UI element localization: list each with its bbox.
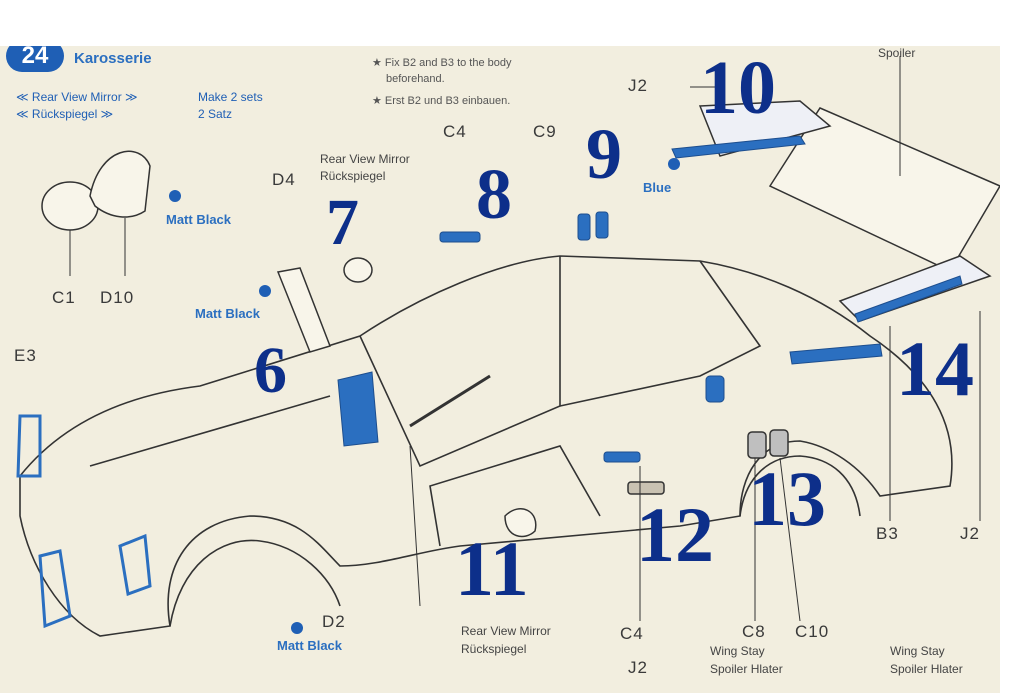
windshield	[359, 256, 561, 468]
step-number-badge: 24	[6, 46, 64, 72]
part-c9-b	[595, 211, 609, 239]
mirror-7	[343, 257, 373, 283]
label-rear-view-mirror-bottom-de: Rückspiegel	[461, 642, 527, 656]
callout-13: 13	[748, 455, 826, 542]
part-label-c10: C10	[795, 622, 830, 641]
label-rear-view-mirror-de: Rückspiegel	[320, 169, 386, 183]
part-vent-front	[118, 533, 152, 597]
side-window	[559, 260, 762, 407]
mirror-sets-en: Make 2 sets	[198, 90, 263, 104]
part-e3-lens-lower	[38, 549, 72, 629]
label-matt-black-3: Matt Black	[277, 638, 343, 653]
callout-14: 14	[896, 325, 974, 412]
note-en-line2: beforehand.	[386, 73, 445, 85]
paint-drop-matt-black-2	[259, 285, 271, 297]
leader-d2	[409, 445, 421, 607]
paint-drop-matt-black-3	[291, 622, 303, 634]
label-wing-stay-1-de: Spoiler Hlater	[710, 662, 783, 676]
part-c9-a	[577, 213, 591, 241]
fender-arch-rear	[739, 455, 861, 517]
callout-6: 6	[254, 334, 287, 407]
instruction-sheet: 24 Karosserie ≪ Rear View Mirror ≫ ≪ Rüc…	[0, 46, 1000, 693]
label-blue: Blue	[643, 180, 672, 195]
part-label-d4: D4	[272, 170, 296, 189]
part-label-c1: C1	[52, 288, 76, 307]
wing-stay-lower	[838, 255, 992, 322]
part-stay-strip	[789, 343, 883, 365]
callout-8: 8	[476, 154, 512, 234]
part-c8-blue	[705, 375, 725, 403]
part-label-e3: E3	[14, 346, 37, 365]
wiper-arm	[409, 374, 491, 428]
label-matt-black-2: Matt Black	[195, 306, 261, 321]
part-label-d10: D10	[100, 288, 135, 307]
mirror-glass-c1	[41, 181, 99, 231]
part-12-gray	[627, 481, 665, 495]
leader-c10	[779, 457, 801, 622]
part-c10-gray	[769, 429, 789, 457]
callout-12: 12	[636, 491, 714, 578]
fender-arch-front	[169, 539, 341, 627]
part-wing-edge-upper	[671, 135, 806, 159]
callout-10: 10	[700, 46, 776, 130]
paint-drop-blue	[668, 158, 680, 170]
mirror-housing-d10	[89, 150, 151, 218]
step-title: Karosserie	[74, 50, 152, 67]
door-line	[429, 445, 601, 547]
part-label-j2-bottom: J2	[628, 658, 648, 677]
label-wing-stay-2-de: Spoiler Hlater	[890, 662, 963, 676]
note-en-line1: ★ Fix B2 and B3 to the body	[372, 57, 512, 69]
part-label-c4-top: C4	[443, 122, 467, 141]
part-label-j2-top: J2	[628, 76, 648, 95]
part-c4-top	[439, 231, 481, 243]
part-c4-bottom	[603, 451, 641, 463]
label-matt-black-1: Matt Black	[166, 212, 232, 227]
part-label-b3: B3	[876, 524, 899, 543]
label-rear-view-mirror-en: Rear View Mirror	[320, 152, 410, 166]
label-rear-view-mirror-bottom-en: Rear View Mirror	[461, 624, 551, 638]
label-wing-stay-2-en: Wing Stay	[890, 644, 945, 658]
part-label-j2-right: J2	[960, 524, 980, 543]
part-label-d2: D2	[322, 612, 346, 631]
callout-7: 7	[326, 186, 359, 259]
label-spoiler: Spoiler	[878, 46, 916, 60]
part-e3-lens-front	[16, 414, 42, 478]
car-body-drawing	[16, 56, 1000, 637]
paint-drop-matt-black-1	[169, 190, 181, 202]
part-c8-gray	[747, 431, 767, 459]
hood-line	[89, 395, 331, 467]
part-label-c8: C8	[742, 622, 766, 641]
part-door-panel	[337, 371, 379, 447]
mirror-header-en: ≪ Rear View Mirror ≫	[16, 90, 138, 104]
car-body-outline	[19, 255, 953, 637]
part-label-c9: C9	[533, 122, 557, 141]
callout-11: 11	[455, 525, 529, 612]
label-wing-stay-1-en: Wing Stay	[710, 644, 765, 658]
mirror-11	[504, 508, 537, 538]
part-d4-strip	[276, 267, 331, 353]
mirror-header-de: ≪ Rückspiegel ≫	[16, 107, 114, 121]
wing-stay-upper	[698, 100, 832, 157]
part-wing-edge-lower	[854, 275, 963, 323]
note-de-line1: ★ Erst B2 und B3 einbauen.	[372, 95, 511, 107]
mirror-sets-de: 2 Satz	[198, 107, 233, 121]
part-label-c4-bottom: C4	[620, 624, 644, 643]
callout-9: 9	[586, 114, 622, 194]
